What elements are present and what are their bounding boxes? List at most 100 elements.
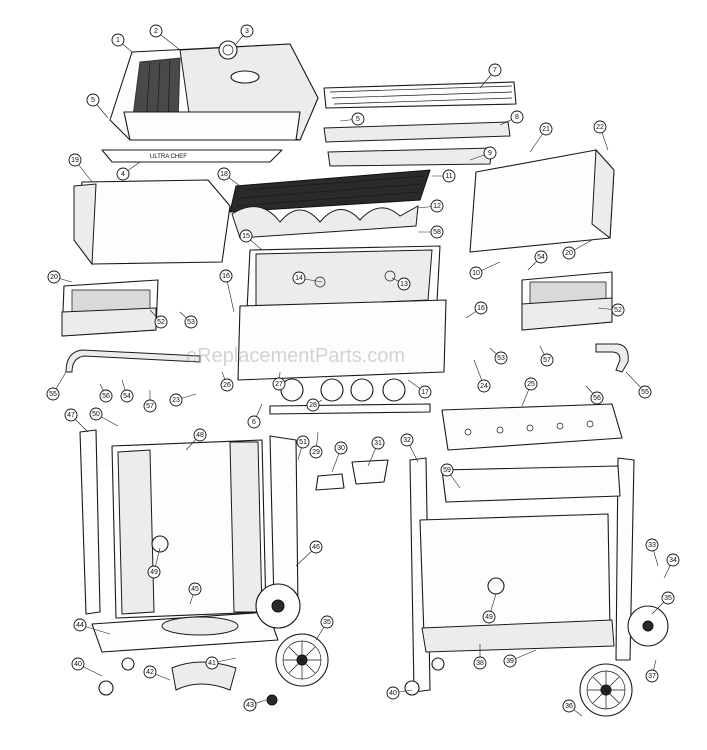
callout-number: 35 — [664, 595, 672, 602]
callout-circle — [418, 385, 432, 399]
left-caster-front — [98, 680, 114, 696]
callout-number: 17 — [421, 389, 429, 396]
callout-circle — [510, 110, 524, 124]
callout-circle — [386, 686, 400, 700]
callout-c17: 17 — [407, 379, 432, 399]
callout-c22: 22 — [593, 120, 609, 151]
callout-c51: 51 — [296, 435, 310, 461]
callout-circle — [645, 538, 659, 552]
callout-circle — [562, 246, 576, 260]
callout-circle — [143, 399, 157, 413]
callout-number: 38 — [476, 660, 484, 667]
firebox — [237, 245, 447, 381]
callout-c54b: 54 — [120, 379, 134, 403]
grill-lid: ULTRA CHEF — [101, 40, 319, 163]
callout-number: 20 — [50, 274, 58, 281]
callout-c11: 11 — [432, 169, 456, 183]
callout-circle — [188, 582, 202, 596]
callout-number: 50 — [92, 411, 100, 418]
right-cart — [404, 457, 635, 696]
callout-circle — [320, 615, 334, 629]
callout-c55b: 55 — [625, 371, 652, 399]
callout-number: 20 — [565, 250, 573, 257]
callout-number: 21 — [542, 126, 550, 133]
callout-circle — [503, 654, 517, 668]
callout-circle — [272, 377, 286, 391]
callout-c52b: 52 — [597, 303, 625, 317]
callout-circle — [219, 269, 233, 283]
right-caster-rear — [431, 657, 445, 671]
right-side-shelf — [469, 148, 615, 253]
callout-circle — [593, 120, 607, 134]
callout-number: 26 — [223, 382, 231, 389]
callout-number: 29 — [312, 449, 320, 456]
callout-number: 25 — [527, 381, 535, 388]
callout-circle — [296, 435, 310, 449]
callout-circle — [473, 656, 487, 670]
callout-number: 30 — [337, 445, 345, 452]
callout-circle — [239, 229, 253, 243]
callout-c7: 7 — [479, 63, 502, 89]
callout-c25: 25 — [521, 377, 538, 407]
callout-c19: 19 — [68, 153, 93, 183]
callout-c13: 13 — [391, 277, 411, 291]
callout-circle — [111, 33, 125, 47]
callout-number: 34 — [669, 557, 677, 564]
callout-circle — [645, 669, 659, 683]
callout-number: 31 — [374, 440, 382, 447]
callout-c26: 26 — [220, 371, 234, 392]
callout-circle — [442, 169, 456, 183]
callout-number: 8 — [515, 114, 519, 121]
callout-c21: 21 — [529, 122, 553, 153]
callout-number: 14 — [295, 275, 303, 282]
callout-c57a: 57 — [539, 345, 554, 367]
callout-circle — [46, 387, 60, 401]
callout-number: 23 — [172, 397, 180, 404]
callout-c53a: 53 — [179, 311, 198, 329]
callout-c23: 23 — [169, 393, 197, 407]
callout-number: 55 — [641, 389, 649, 396]
callout-c27: 27 — [272, 371, 286, 391]
callout-circle — [540, 353, 554, 367]
callout-circle — [243, 698, 257, 712]
callout-c45: 45 — [188, 582, 202, 605]
front-control-panel — [441, 403, 623, 451]
callout-c36: 36 — [562, 699, 583, 717]
callout-circle — [64, 408, 78, 422]
callout-c39: 39 — [503, 649, 537, 668]
callout-number: 51 — [299, 439, 307, 446]
callout-circle — [47, 270, 61, 284]
callout-number: 56 — [593, 395, 601, 402]
callout-c1: 1 — [111, 33, 133, 53]
callout-number: 52 — [614, 307, 622, 314]
callout-c3: 3 — [235, 24, 254, 45]
callout-c58: 58 — [418, 225, 444, 239]
callout-c41: 41 — [205, 656, 237, 670]
callout-c44: 44 — [73, 618, 111, 635]
callout-c33: 33 — [645, 538, 659, 567]
callout-c40b: 40 — [386, 686, 413, 700]
callout-number: 58 — [433, 229, 441, 236]
callout-circle — [73, 618, 87, 632]
callout-c4: 4 — [116, 161, 141, 181]
left-side-shelf — [73, 179, 231, 266]
callout-circle — [590, 391, 604, 405]
right-gas-tube — [595, 343, 629, 373]
callout-circle — [562, 699, 576, 713]
callout-c24: 24 — [473, 359, 491, 393]
callout-circle — [116, 167, 130, 181]
callout-circle — [120, 389, 134, 403]
callout-circle — [68, 153, 82, 167]
callout-number: 53 — [187, 319, 195, 326]
callout-number: 18 — [220, 171, 228, 178]
callout-circle — [539, 122, 553, 136]
callout-number: 44 — [76, 622, 84, 629]
callout-circle — [99, 389, 113, 403]
callout-circle — [661, 591, 675, 605]
callout-number: 45 — [191, 586, 199, 593]
callout-circle — [477, 379, 491, 393]
callout-c8: 8 — [499, 110, 524, 126]
callout-circle — [474, 301, 488, 315]
callout-circle — [397, 277, 411, 291]
